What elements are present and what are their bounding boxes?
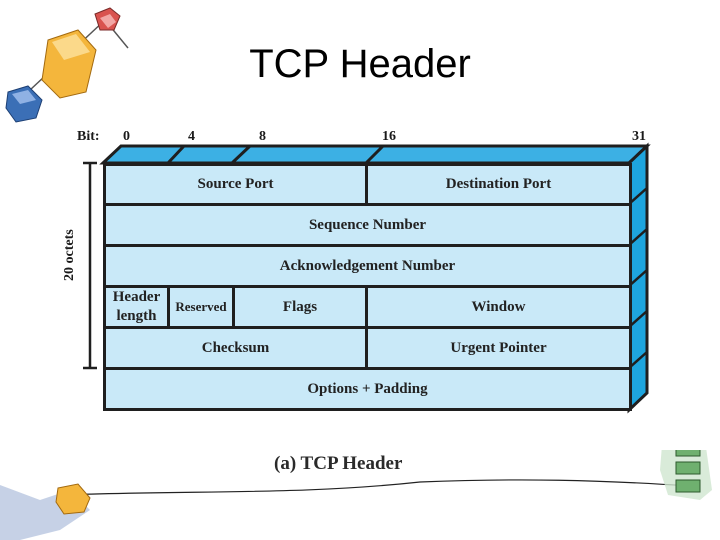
reserved-field: Reserved	[167, 285, 235, 329]
sequence-number-field: Sequence Number	[103, 203, 632, 247]
checksum-field: Checksum	[103, 326, 368, 370]
top-divider-4	[166, 144, 186, 165]
bit-tick-8: 8	[259, 129, 266, 144]
top-divider-16	[364, 144, 385, 165]
bit-tick-31: 31	[632, 129, 646, 144]
side-row-line	[628, 228, 648, 246]
bit-axis-prefix: Bit:	[77, 129, 100, 144]
urgent-pointer-field: Urgent Pointer	[365, 326, 632, 370]
side-row-line	[628, 310, 648, 328]
side-row-line	[628, 351, 648, 369]
bit-tick-4: 4	[188, 129, 195, 144]
window-field: Window	[365, 285, 632, 329]
bit-tick-0: 0	[123, 129, 130, 144]
side-row-line	[628, 187, 648, 205]
side-row-line	[628, 269, 648, 287]
decorative-cubes-graphic	[5, 7, 129, 123]
octets-label: 20 octets	[62, 229, 77, 281]
bit-tick-16: 16	[382, 129, 396, 144]
top-divider-8	[230, 144, 252, 165]
header-length-field: Header length	[103, 285, 170, 329]
page-title: TCP Header	[249, 42, 471, 86]
decorative-bottom-graphic	[0, 450, 712, 540]
options-padding-field: Options + Padding	[103, 367, 632, 411]
diagram-caption: (a) TCP Header	[274, 453, 403, 474]
destination-port-field: Destination Port	[365, 163, 632, 206]
flags-field: Flags	[232, 285, 368, 329]
source-port-field: Source Port	[103, 163, 368, 206]
acknowledgement-number-field: Acknowledgement Number	[103, 244, 632, 288]
